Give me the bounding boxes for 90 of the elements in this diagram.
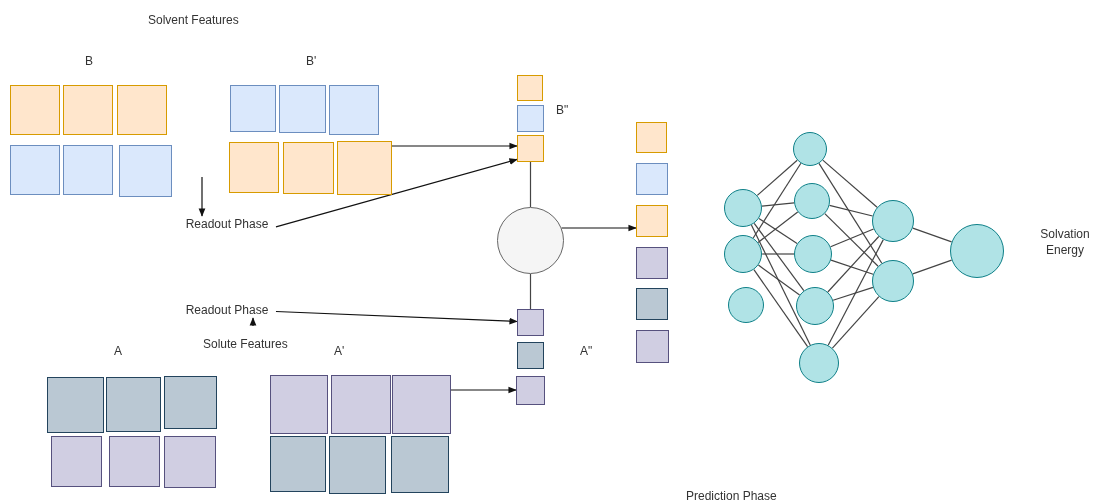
arrow xyxy=(391,142,518,150)
feature-square xyxy=(517,75,543,101)
connector-line xyxy=(827,239,884,346)
arrow xyxy=(275,310,518,325)
connector-line xyxy=(761,253,795,255)
neuron-circle xyxy=(950,224,1004,278)
feature-square xyxy=(270,375,328,434)
connector-line xyxy=(756,159,798,196)
connector-line xyxy=(750,224,811,346)
connector-line xyxy=(757,211,799,243)
feature-square xyxy=(109,436,160,487)
feature-square xyxy=(516,376,545,405)
neuron-circle xyxy=(728,287,764,323)
feature-square xyxy=(47,377,104,433)
connector-line xyxy=(832,286,874,301)
phase-label: Readout Phase xyxy=(178,216,276,232)
group-label: A" xyxy=(580,343,593,359)
section-label: Solute Features xyxy=(203,336,288,352)
connector-line xyxy=(757,264,801,296)
feature-square xyxy=(331,375,391,434)
arrow xyxy=(450,386,517,394)
feature-square xyxy=(164,436,216,488)
arrow xyxy=(249,317,257,327)
connector-line xyxy=(753,222,805,292)
feature-square xyxy=(230,85,276,132)
feature-square xyxy=(517,309,544,336)
connector-line xyxy=(529,161,532,208)
feature-square xyxy=(329,436,386,494)
connector-line xyxy=(529,273,532,310)
feature-square xyxy=(63,85,113,135)
connector-line xyxy=(828,204,874,217)
group-label: A xyxy=(114,343,122,359)
feature-square xyxy=(636,247,668,279)
group-label: B xyxy=(85,53,93,69)
feature-square xyxy=(10,145,60,195)
feature-square xyxy=(119,145,172,197)
neuron-circle xyxy=(796,287,834,325)
section-label: Solvent Features xyxy=(148,12,239,28)
feature-square xyxy=(517,135,544,162)
feature-square xyxy=(517,342,544,369)
neuron-circle xyxy=(793,132,827,166)
neuron-circle xyxy=(872,260,914,302)
neuron-circle xyxy=(799,343,839,383)
feature-square xyxy=(329,85,379,135)
feature-square xyxy=(636,122,667,153)
section-label: Prediction Phase xyxy=(686,488,777,502)
connector-line xyxy=(912,259,953,275)
arrow xyxy=(275,158,518,228)
phase-label: Readout Phase xyxy=(178,302,276,318)
connector-line xyxy=(831,296,880,349)
output-label: Solvation Energy xyxy=(1039,226,1091,258)
feature-square xyxy=(117,85,167,135)
neuron-circle xyxy=(724,235,762,273)
feature-square xyxy=(106,377,161,432)
connector-line xyxy=(830,228,875,248)
connector-line xyxy=(912,227,953,243)
feature-square xyxy=(517,105,544,132)
arrow xyxy=(198,176,206,217)
connector-line xyxy=(753,269,809,348)
feature-square xyxy=(283,142,334,194)
feature-square xyxy=(391,436,449,493)
feature-square xyxy=(337,141,392,195)
group-label: B" xyxy=(556,102,569,118)
feature-square xyxy=(51,436,102,487)
group-label: A' xyxy=(334,343,345,359)
neuron-circle xyxy=(724,189,762,227)
feature-square xyxy=(270,436,326,492)
connector-line xyxy=(752,162,802,239)
arrow xyxy=(561,224,637,232)
connector-line xyxy=(761,202,795,207)
feature-square xyxy=(636,163,668,195)
feature-square xyxy=(636,288,668,320)
feature-square xyxy=(63,145,113,195)
neuron-circle xyxy=(794,235,832,273)
neuron-circle xyxy=(794,183,830,219)
connector-line xyxy=(758,217,798,245)
connector-line xyxy=(818,162,883,264)
connector-line xyxy=(822,159,878,208)
connector-line xyxy=(827,235,880,293)
feature-square xyxy=(229,142,279,193)
feature-square xyxy=(392,375,451,434)
feature-square xyxy=(164,376,217,429)
feature-square xyxy=(279,85,326,133)
feature-square xyxy=(636,205,668,237)
feature-square xyxy=(636,330,669,363)
connector-line xyxy=(830,259,874,275)
feature-square xyxy=(10,85,60,135)
connector-line xyxy=(824,213,879,267)
neuron-circle xyxy=(872,200,914,242)
group-label: B' xyxy=(306,53,317,69)
